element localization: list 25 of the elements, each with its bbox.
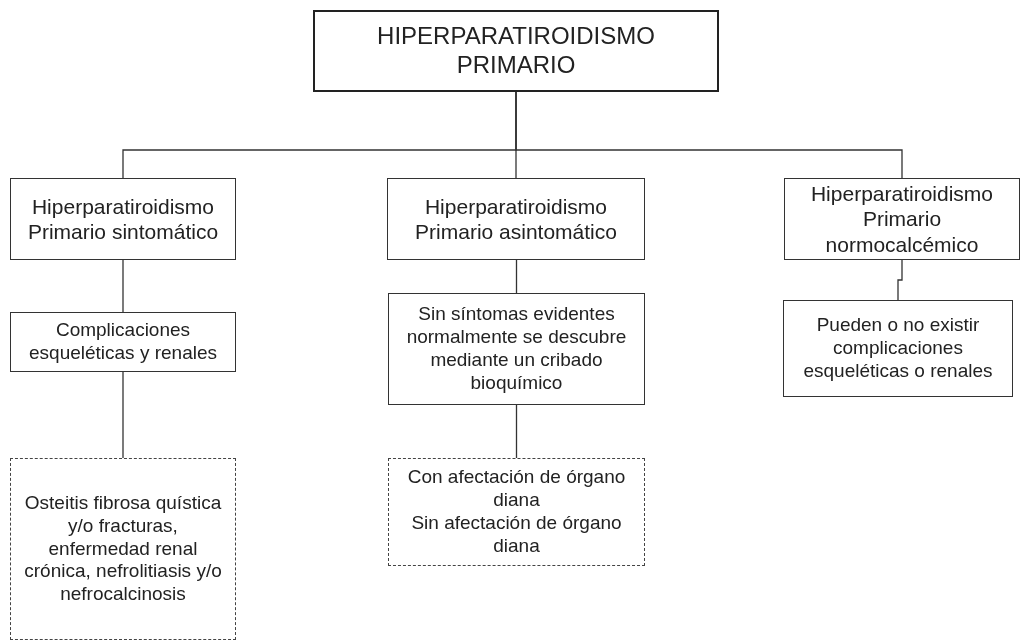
process-box <box>784 178 1020 260</box>
connector-line <box>122 371 124 459</box>
box-text: HIPERPARATIROIDISMO PRIMARIO <box>376 22 656 80</box>
process-box <box>10 312 236 372</box>
dashed-box <box>10 458 236 640</box>
process-box <box>388 293 645 405</box>
dashed-box <box>388 458 645 566</box>
box-text: Pueden o no existir complicaciones esqueléticas o renales <box>802 314 994 383</box>
process-box <box>10 178 236 260</box>
process-box <box>783 300 1013 397</box>
box-text: Sin afectación de órgano diana <box>410 512 623 558</box>
connector-line <box>515 91 903 179</box>
process-box <box>387 178 645 260</box>
box-text: Osteitis fibrosa quística y/o fracturas, enfermedad renal crónica, nefrolitiasis y/o nefrocalcinosis <box>23 492 223 606</box>
box-text: Sin síntomas evidentes normalmente se descubre mediante un cribado bioquímico <box>405 303 628 395</box>
box-text: Con afectación de órgano diana <box>406 466 627 512</box>
connector-line <box>897 259 903 301</box>
box-text: Hiperparatiroidismo Primario sintomático <box>26 193 220 245</box>
connector-line <box>515 259 518 294</box>
box-text: Hiperparatiroidismo Primario normocalcémico <box>809 181 995 257</box>
connector-line <box>515 404 518 459</box>
connector-line <box>122 259 124 313</box>
process-box <box>313 10 719 92</box>
box-text: Hiperparatiroidismo Primario asintomático <box>414 193 618 245</box>
box-text: Complicaciones esqueléticas y renales <box>28 319 218 365</box>
